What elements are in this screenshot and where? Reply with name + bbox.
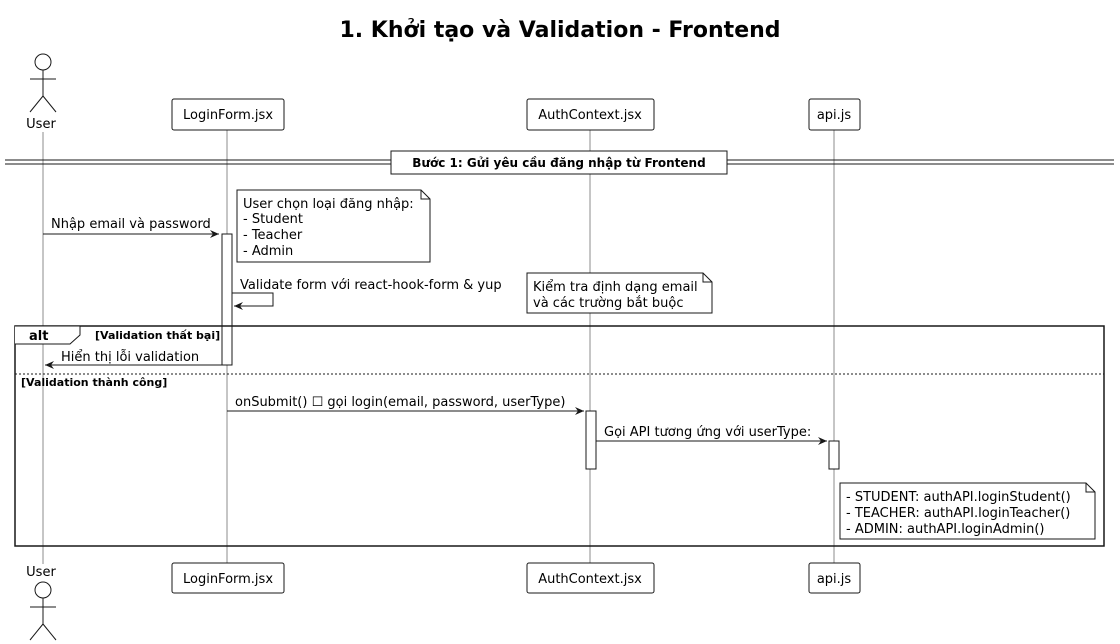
note-login-type-line: - Student (243, 212, 303, 227)
actor-user-top: User (26, 53, 56, 132)
message-on-submit-label: onSubmit() ☐ gọi login(email, password, … (235, 395, 565, 410)
note-validation-check-line: và các trường bắt buộc (533, 296, 683, 311)
alt-keyword: alt (29, 329, 48, 344)
participant-loginform-label: LoginForm.jsx (183, 108, 273, 123)
participant-authcontext-top: AuthContext.jsx (526, 98, 655, 131)
note-login-type-line: - Admin (243, 244, 293, 259)
participant-loginform-top: LoginForm.jsx (171, 98, 285, 131)
divider-label: Bước 1: Gửi yêu cầu đăng nhập từ Fronten… (412, 156, 705, 170)
participant-authcontext-label: AuthContext.jsx (538, 108, 642, 123)
note-api-calls-line: - ADMIN: authAPI.loginAdmin() (846, 522, 1045, 537)
note-login-type-line: User chọn loại đăng nhập: (243, 197, 414, 212)
activation-authcontext (585, 410, 597, 470)
participant-api-bottom: api.js (808, 562, 861, 594)
participant-api-top: api.js (808, 98, 861, 131)
diagram-title: 1. Khởi tạo và Validation - Frontend (339, 18, 780, 43)
note-login-type: User chọn loại đăng nhập: - Student - Te… (236, 189, 431, 263)
activation-loginform (221, 233, 233, 366)
note-validation-check-line: Kiểm tra định dạng email (533, 280, 698, 295)
message-enter-credentials-label: Nhập email và password (51, 217, 211, 232)
message-validate-form-label: Validate form với react-hook-form & yup (240, 278, 502, 293)
note-api-calls: - STUDENT: authAPI.loginStudent() - TEAC… (839, 482, 1096, 540)
alt-fragment: alt [Validation thất bại] [Validation th… (14, 325, 1105, 547)
alt-guard-success: [Validation thành công] (21, 376, 167, 389)
section-divider: Bước 1: Gửi yêu cầu đăng nhập từ Fronten… (5, 150, 1114, 175)
actor-user-label: User (26, 565, 56, 580)
participant-authcontext-bottom: AuthContext.jsx (526, 562, 655, 594)
message-on-submit: onSubmit() ☐ gọi login(email, password, … (227, 395, 584, 415)
message-validate-form: Validate form với react-hook-form & yup (232, 278, 502, 310)
message-show-error: Hiển thị lỗi validation (45, 350, 222, 369)
participant-authcontext-label: AuthContext.jsx (538, 572, 642, 587)
note-login-type-line: - Teacher (243, 228, 303, 243)
activation-api (828, 440, 840, 470)
participant-loginform-label: LoginForm.jsx (183, 572, 273, 587)
message-enter-credentials: Nhập email và password (43, 217, 219, 238)
note-api-calls-line: - TEACHER: authAPI.loginTeacher() (846, 506, 1070, 521)
actor-user-label: User (26, 117, 56, 132)
note-api-calls-line: - STUDENT: authAPI.loginStudent() (846, 490, 1071, 505)
message-call-api: Gọi API tương ứng với userType: (596, 425, 827, 445)
participant-api-label: api.js (817, 108, 852, 123)
alt-guard-fail: [Validation thất bại] (95, 329, 220, 342)
message-call-api-label: Gọi API tương ứng với userType: (604, 425, 811, 440)
actor-user-bottom: User (26, 565, 56, 641)
note-validation-check: Kiểm tra định dạng email và các trường b… (526, 272, 713, 314)
message-show-error-label: Hiển thị lỗi validation (61, 350, 199, 365)
participant-api-label: api.js (817, 572, 852, 587)
participant-loginform-bottom: LoginForm.jsx (171, 562, 285, 594)
